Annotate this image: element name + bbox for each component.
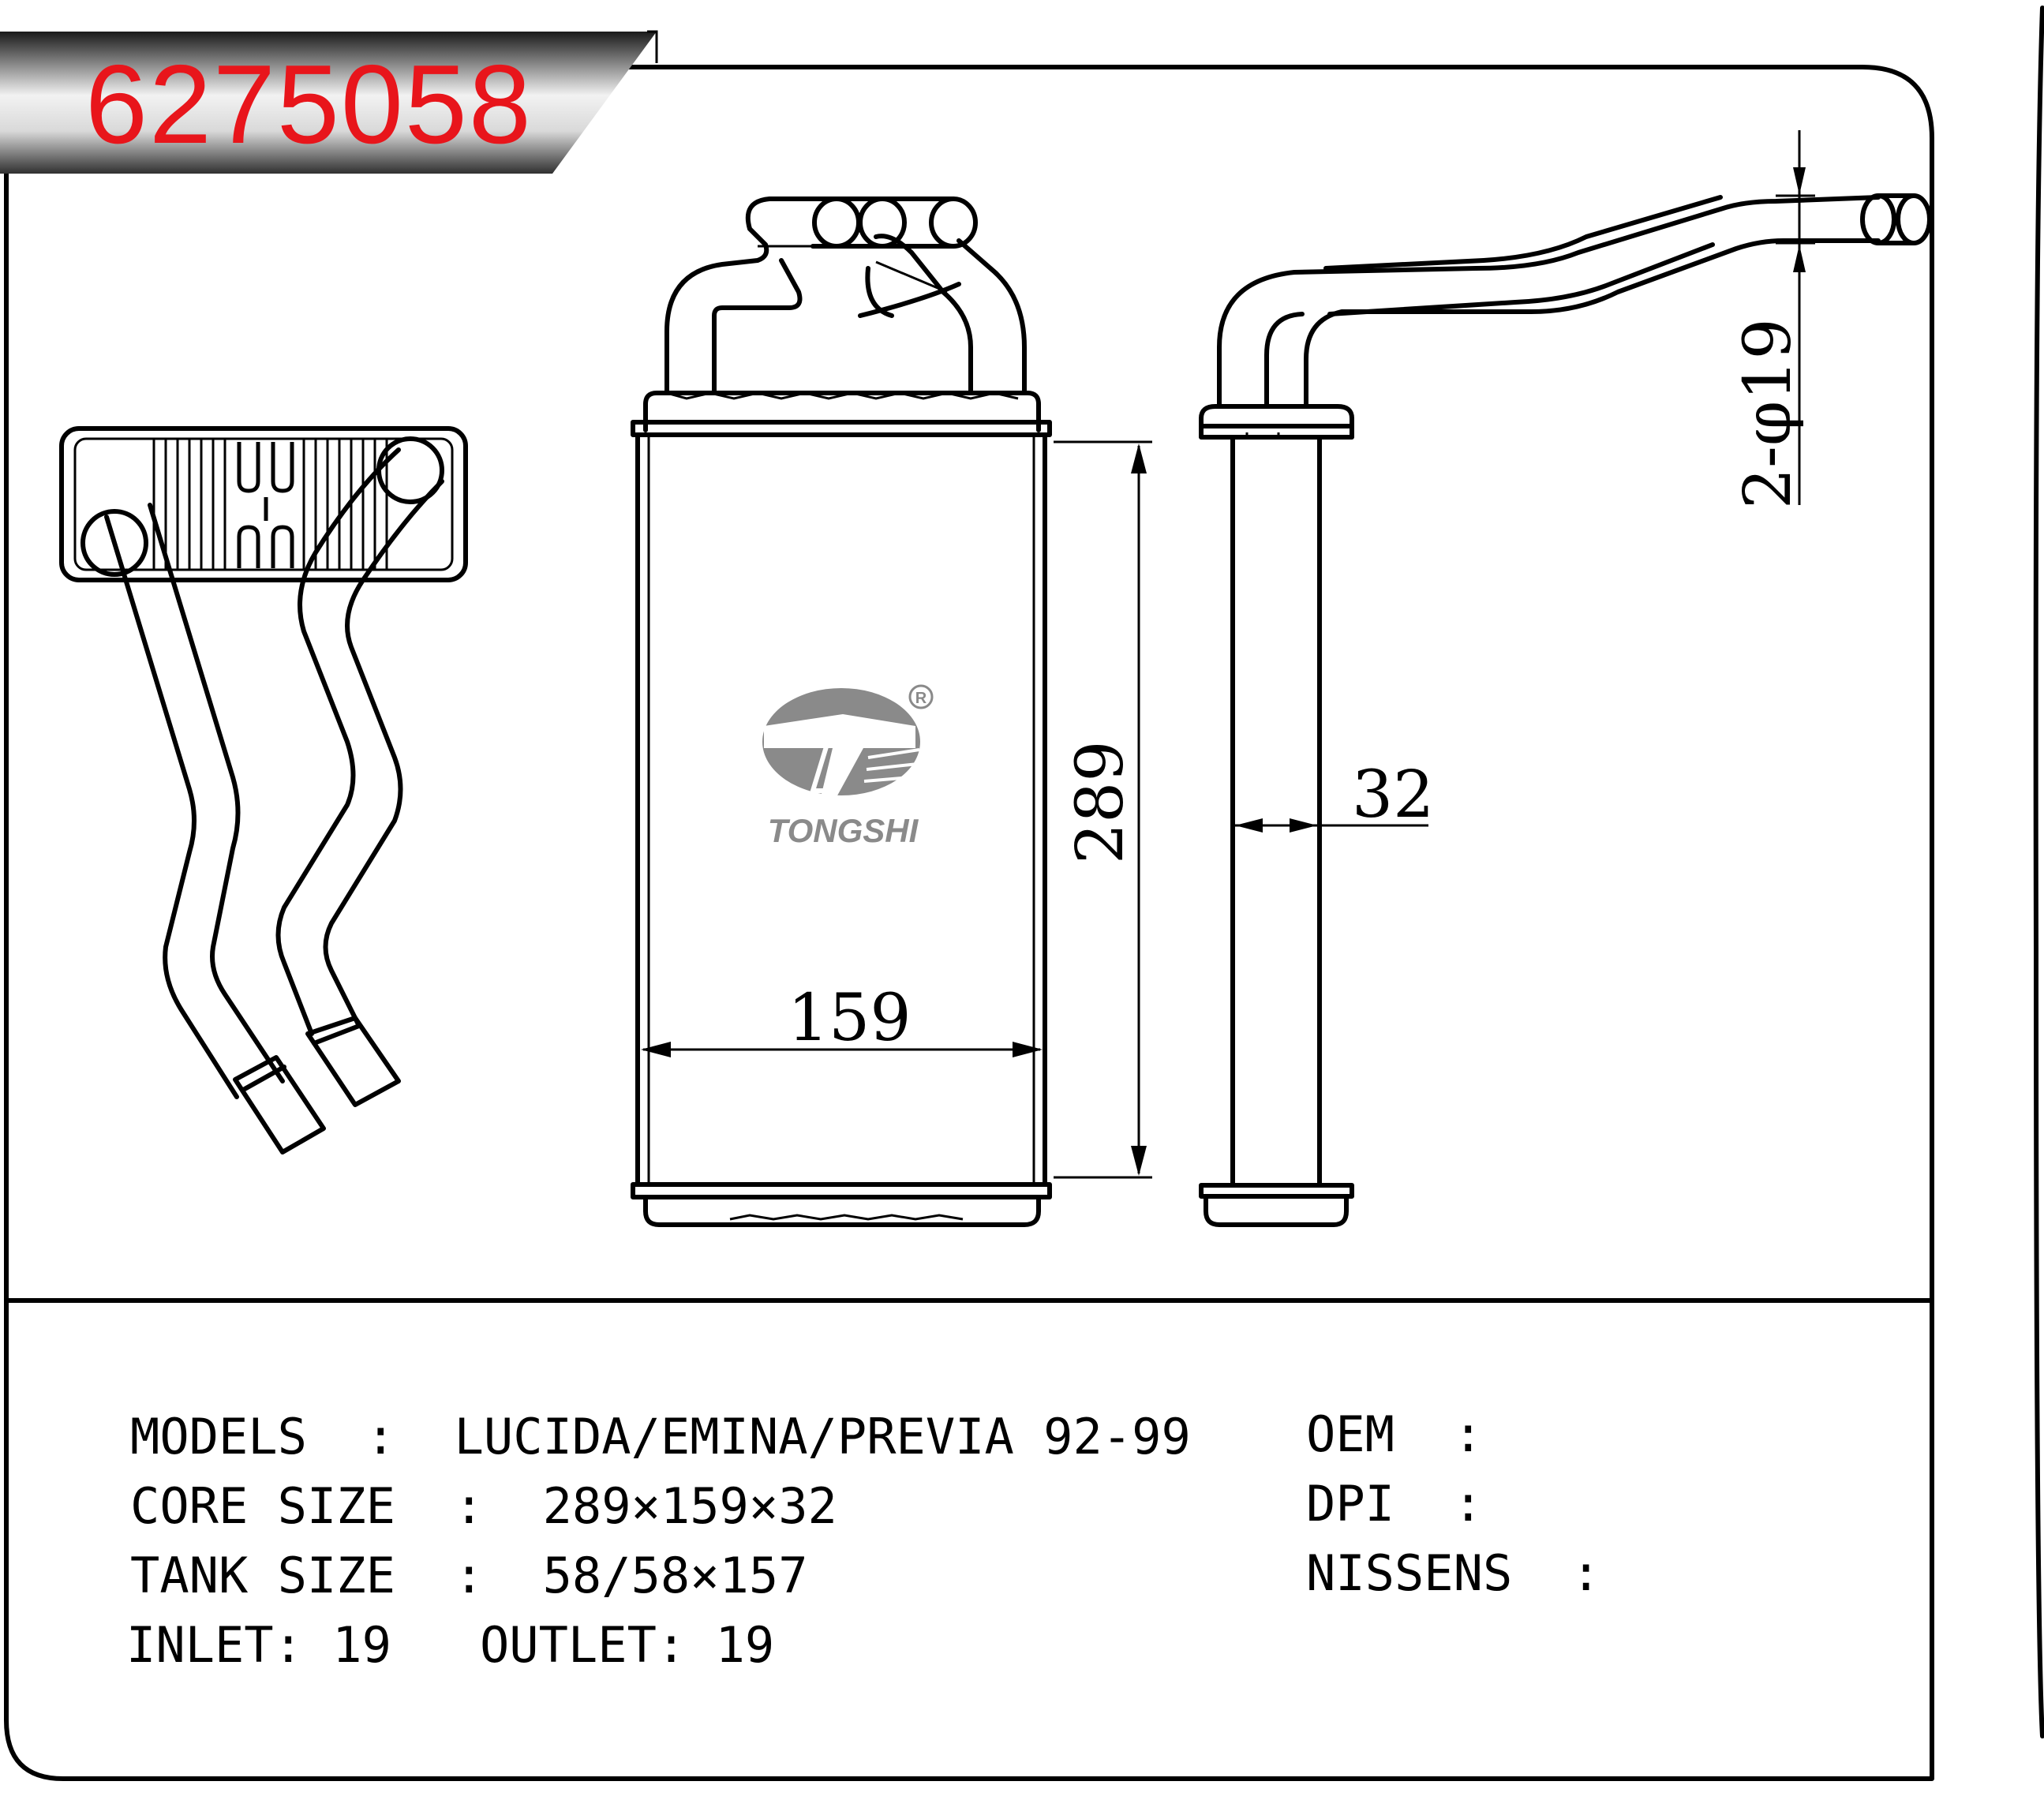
side-view — [1199, 193, 1932, 1227]
dpi-label: DPI — [1306, 1475, 1394, 1532]
front-view — [631, 196, 1052, 1227]
dim-width-label: 159 — [788, 981, 912, 1056]
dpi-sep: : — [1453, 1475, 1483, 1532]
outlet-label: OUTLET: — [479, 1616, 687, 1674]
spec-inlet-outlet: INLET: 19 OUTLET: 19 — [126, 1621, 774, 1670]
nissens-sep: : — [1570, 1544, 1601, 1602]
dimension-lines — [641, 130, 1815, 1179]
dim-depth-label: 32 — [1352, 758, 1434, 833]
spec-models: MODELS : LUCIDA/EMINA/PREVIA 92-99 — [130, 1413, 1191, 1461]
oem-sep: : — [1453, 1405, 1483, 1463]
oem-label: OEM — [1306, 1405, 1394, 1463]
spec-oem: OEM : — [1306, 1410, 1483, 1459]
brand-name: TONGSHI — [768, 812, 919, 849]
registered-mark-icon: R — [915, 690, 927, 707]
core-size-sep: : — [454, 1477, 484, 1535]
models-label: MODELS — [130, 1408, 307, 1465]
core-size-label: CORE SIZE — [130, 1477, 395, 1535]
dim-height-label: 289 — [1063, 740, 1138, 864]
drawing-frame — [4, 6, 2044, 1781]
part-number-banner — [0, 30, 658, 174]
core-size-value: 289×159×32 — [542, 1477, 837, 1535]
spec-dpi: DPI : — [1306, 1480, 1483, 1529]
angled-view — [59, 426, 468, 1154]
dim-pipe-label: 2-φ19 — [1731, 318, 1806, 509]
tank-size-label: TANK SIZE — [130, 1547, 395, 1604]
tongshi-logo: R TONGSHI — [762, 684, 934, 849]
fin-texture — [152, 439, 388, 570]
nissens-label: NISSENS — [1306, 1544, 1513, 1602]
spec-tank-size: TANK SIZE : 58/58×157 — [130, 1551, 808, 1600]
inlet-label: INLET: — [126, 1616, 303, 1674]
spec-core-size: CORE SIZE : 289×159×32 — [130, 1482, 837, 1531]
part-number: 6275058 — [85, 42, 533, 167]
models-sep: : — [365, 1408, 395, 1465]
outlet-value: 19 — [715, 1616, 775, 1674]
tank-size-value: 58/58×157 — [542, 1547, 808, 1604]
tank-size-sep: : — [454, 1547, 484, 1604]
models-value: LUCIDA/EMINA/PREVIA 92-99 — [454, 1408, 1191, 1465]
spec-nissens: NISSENS : — [1306, 1549, 1600, 1598]
inlet-value: 19 — [332, 1616, 391, 1674]
